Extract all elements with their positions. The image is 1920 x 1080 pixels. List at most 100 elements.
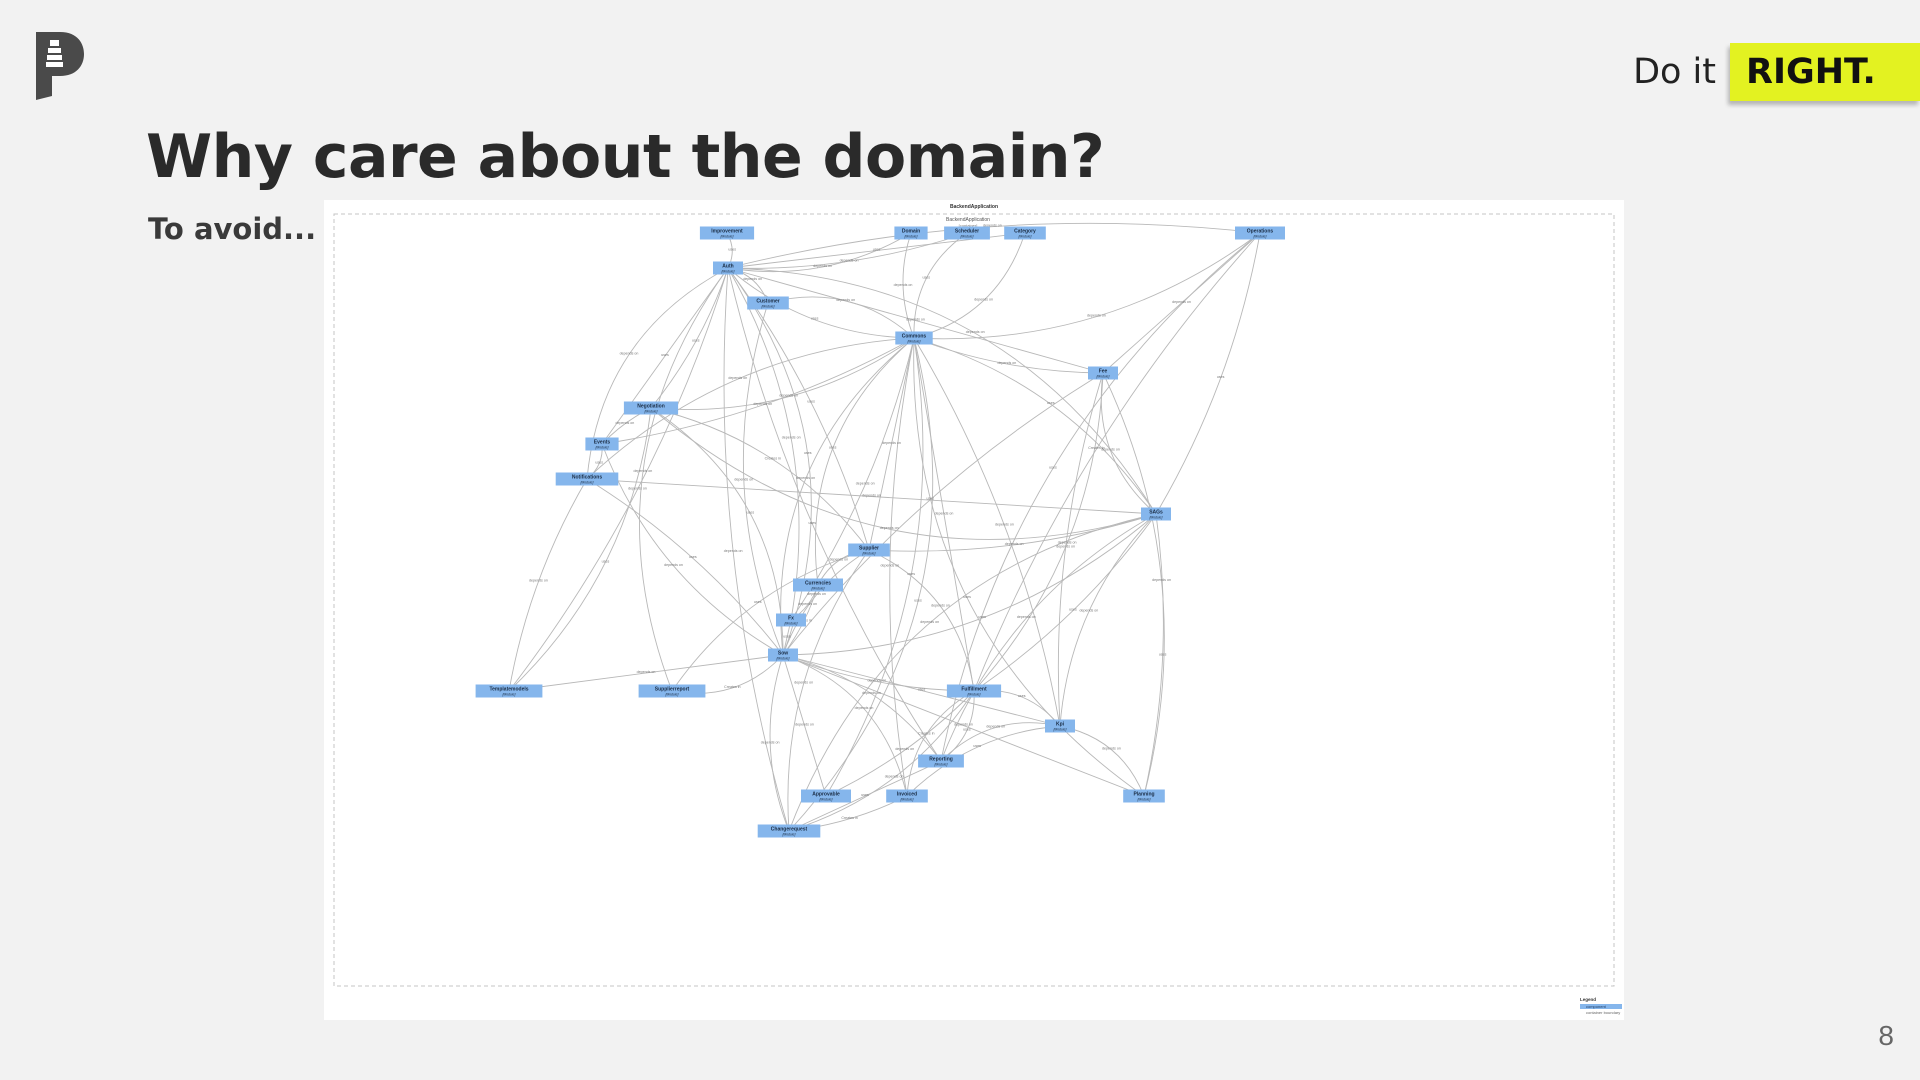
module-box [848, 543, 890, 557]
module-tag: [Module] [1095, 375, 1109, 379]
edge-label: depends on [862, 494, 881, 498]
boundary-sublabel: [container] [959, 223, 978, 228]
edge-label: uses [754, 600, 762, 604]
module-name: Supplierreport [655, 687, 690, 693]
dependency-edge [868, 513, 1157, 552]
module-tag: [Module] [1017, 235, 1031, 239]
edge-label: uses [1047, 401, 1055, 405]
module-node-commons[interactable]: Commons[Module] [895, 331, 933, 345]
module-node-domain[interactable]: Domain[Module] [894, 226, 928, 240]
module-node-supplierreport[interactable]: Supplierreport[Module] [638, 684, 706, 698]
tagline-prefix: Do it [1633, 52, 1716, 92]
module-node-sow[interactable]: Sow[Module] [768, 648, 798, 662]
module-name: Fx [788, 616, 794, 622]
edge-label: uses [1159, 653, 1167, 657]
module-node-fx[interactable]: Fx[Module] [776, 613, 806, 627]
module-name: Kpi [1056, 722, 1065, 728]
edge-label: depends on [664, 563, 683, 567]
boundary-label: BackendApplication [946, 217, 990, 223]
dependency-edge [913, 337, 1104, 374]
dependency-edge [727, 222, 1261, 269]
legend: Legend component container boundary [1580, 997, 1622, 1015]
edge-label: depends on [983, 224, 1002, 228]
module-node-improvement[interactable]: Improvement[Module] [699, 226, 755, 240]
edge-label: depends on [882, 441, 901, 445]
edge-label: uses [963, 727, 971, 731]
dependency-edge [913, 337, 1157, 515]
legend-component-swatch [1580, 1004, 1622, 1009]
dependency-edge [1057, 372, 1104, 727]
module-box [699, 226, 755, 240]
module-node-slas[interactable]: SAGs[Module] [1141, 507, 1171, 521]
edge-label: depends on [1005, 542, 1024, 546]
slide-subtitle: To avoid... [148, 212, 317, 246]
edge-label: depends on [779, 394, 798, 398]
edge-label: uses [595, 461, 603, 465]
module-node-fee[interactable]: Fee[Module] [1088, 366, 1118, 380]
edge-label: uses [978, 615, 986, 619]
dependency-edge [1102, 372, 1165, 797]
module-node-currencies[interactable]: Currencies[Module] [793, 578, 843, 592]
dependency-edge [767, 296, 915, 339]
edge-label: uses [861, 793, 869, 797]
edge-label: depends on [998, 361, 1017, 365]
dependency-edge [586, 478, 784, 656]
module-node-supplier[interactable]: Supplier[Module] [848, 543, 890, 557]
module-node-events[interactable]: Events[Module] [585, 437, 619, 451]
module-node-approvable[interactable]: Approvable[Module] [801, 789, 851, 803]
legend-boundary-label: container boundary [1586, 1010, 1620, 1015]
edge-label: depends on [753, 402, 772, 406]
edge-label: depends on [798, 602, 817, 606]
module-node-templatemodels[interactable]: Templatemodels[Module] [475, 684, 543, 698]
module-tag: [Module] [959, 235, 973, 239]
edge-label: depends on [880, 564, 899, 568]
module-name: Notifications [572, 475, 602, 481]
module-node-notifications[interactable]: Notifications[Module] [555, 472, 619, 486]
dependency-edge [727, 267, 1104, 374]
dependency-edge [787, 549, 870, 832]
module-node-negotiation[interactable]: Negotiation[Module] [623, 401, 679, 415]
dependency-edge [889, 337, 915, 797]
module-name: Templatemodels [489, 687, 528, 693]
module-tag: [Module] [501, 693, 515, 697]
module-name: Category [1014, 229, 1036, 235]
edge-label: depends on [1087, 314, 1106, 318]
module-name: Events [594, 440, 611, 446]
slide-title: Why care about the domain? [146, 122, 1105, 192]
module-name: Commons [902, 334, 927, 340]
dependency-edge [940, 513, 1157, 762]
module-node-fulfillment[interactable]: Fulfillment[Module] [946, 684, 1002, 698]
module-node-auth[interactable]: Auth[Module] [713, 261, 743, 275]
dependency-edge [1059, 725, 1145, 797]
edge-label: depends on [795, 723, 814, 727]
edge-label: Creates in [1088, 446, 1104, 450]
module-node-scheduler[interactable]: Scheduler[Module] [944, 226, 990, 240]
edge-label: depends on [1017, 615, 1036, 619]
dependency-edge [586, 337, 915, 480]
edge-label: depends on [966, 330, 985, 334]
module-tag: [Module] [1136, 798, 1150, 802]
dependency-edge [782, 513, 1157, 656]
module-node-reporting[interactable]: Reporting[Module] [918, 754, 964, 768]
module-node-operations[interactable]: Operations[Module] [1235, 226, 1285, 240]
dependency-edge [913, 337, 1145, 797]
dependency-edge [671, 549, 870, 692]
module-box [793, 578, 843, 592]
module-node-invoiced[interactable]: Invoiced[Module] [886, 789, 928, 803]
edge-label: uses [728, 247, 736, 251]
module-node-customer[interactable]: Customer[Module] [747, 296, 789, 310]
dependency-edge [782, 654, 942, 762]
module-node-planning[interactable]: Planning[Module] [1123, 789, 1165, 803]
edge-label: depends on [906, 318, 925, 322]
module-node-changerequest[interactable]: Changerequest[Module] [757, 824, 821, 838]
edge-label: depends on [796, 476, 815, 480]
module-node-kpi[interactable]: Kpi[Module] [1045, 719, 1075, 733]
module-node-category[interactable]: Category[Module] [1004, 226, 1046, 240]
dependency-edge [906, 690, 975, 797]
edge-label: uses [1049, 465, 1057, 469]
module-tag: [Module] [594, 446, 608, 450]
module-box [638, 684, 706, 698]
module-tag: [Module] [933, 763, 947, 767]
dependency-edge [868, 337, 915, 551]
module-tag: [Module] [906, 340, 920, 344]
